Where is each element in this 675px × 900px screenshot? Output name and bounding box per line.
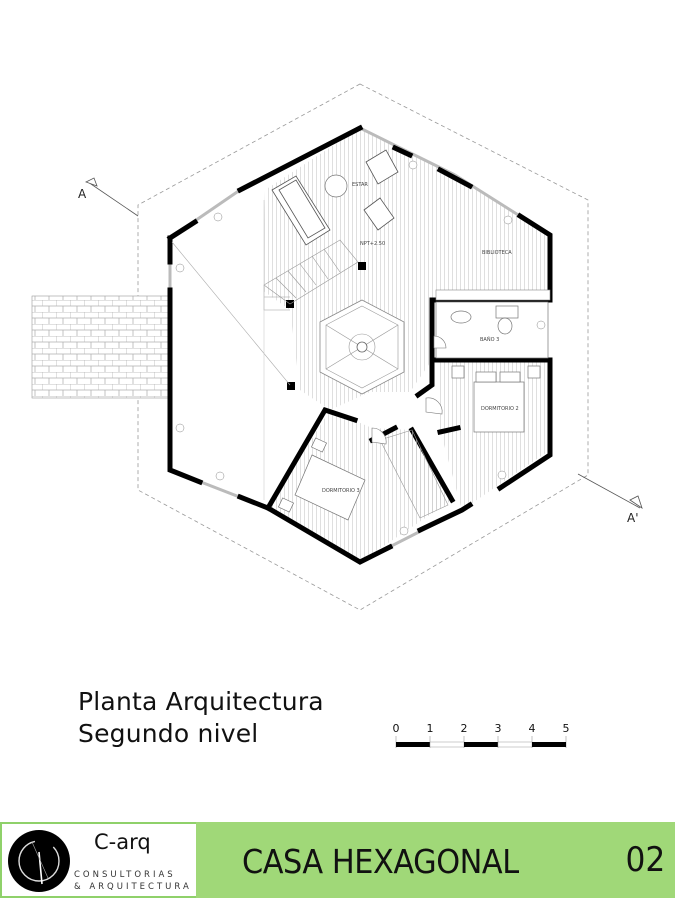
- drawing-title-line1: Planta Arquitectura: [78, 687, 324, 716]
- level-note: NPT+2.50: [360, 241, 385, 247]
- drawing-title-line2: Segundo nivel: [78, 719, 259, 748]
- title-block-footer: C-arq CONSULTORIAS & ARQUITECTURA CASA H…: [0, 820, 675, 900]
- scale-tick-0: 0: [393, 722, 400, 735]
- scale-tick-4: 4: [529, 722, 536, 735]
- room-label-estar: ESTAR: [352, 182, 368, 188]
- section-mark-a: A: [78, 187, 87, 201]
- project-title: CASA HEXAGONAL: [242, 842, 519, 881]
- coffee-table: [324, 174, 348, 198]
- bathroom-fixtures: [435, 301, 549, 359]
- room-label-biblioteca: BIBLIOTECA: [482, 250, 512, 256]
- section-mark-a-prime: A': [627, 511, 639, 525]
- logo-emblem-icon: [8, 830, 70, 892]
- room-label-bano3: BAÑO 3: [480, 336, 499, 343]
- drawing-title: Planta Arquitectura Segundo nivel: [78, 686, 324, 750]
- bed-dormitorio3: [277, 437, 366, 521]
- stair-down: [379, 429, 449, 519]
- project-band: CASA HEXAGONAL 02: [196, 822, 675, 898]
- wall-north: [236, 124, 364, 194]
- shelf: [435, 289, 551, 301]
- scale-bar: 0 1 2 3 4 5: [393, 722, 570, 748]
- scale-tick-2: 2: [461, 722, 468, 735]
- scale-tick-3: 3: [495, 722, 502, 735]
- roof-outline: [137, 83, 589, 611]
- sofa: [271, 175, 331, 246]
- logo-name: C-arq: [94, 830, 151, 854]
- bed-dormitorio2: [451, 365, 541, 433]
- wall-dorm3: [264, 406, 359, 512]
- room-label-dormitorio2: DORMITORIO 2: [481, 406, 519, 412]
- room-label-dormitorio3: DORMITORIO 3: [322, 488, 360, 494]
- floor-plan: BAÑO 3 DORMITORIO 2 DORMITORIO 3 ESTAR N…: [31, 83, 643, 611]
- logo-subtitle-1: CONSULTORIAS: [74, 870, 176, 880]
- patio-pavement: [31, 295, 169, 399]
- logo-subtitle-2: & ARQUITECTURA: [74, 882, 192, 892]
- sheet-number: 02: [625, 840, 665, 880]
- window-tags: [175, 160, 546, 536]
- armchair: [363, 149, 399, 231]
- company-logo: C-arq CONSULTORIAS & ARQUITECTURA: [0, 822, 196, 898]
- section-cut: [84, 177, 643, 509]
- scale-tick-1: 1: [427, 722, 434, 735]
- scale-tick-5: 5: [563, 722, 570, 735]
